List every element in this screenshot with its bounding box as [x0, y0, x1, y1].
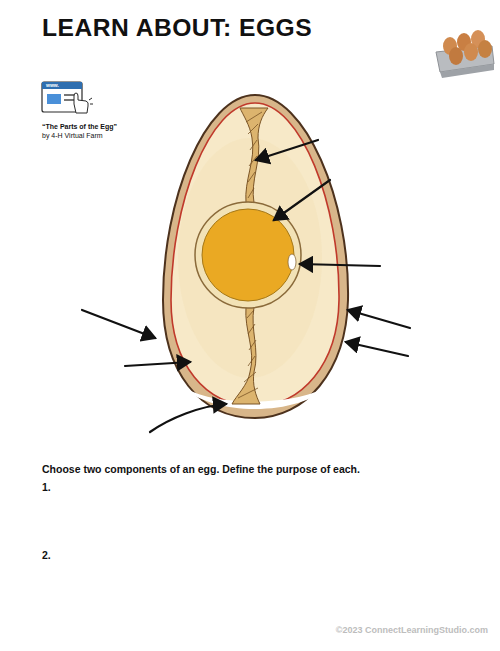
question-text: Choose two components of an egg. Define …	[42, 463, 360, 475]
pointer-arrows	[82, 140, 410, 432]
icon-text: www.	[46, 82, 59, 88]
answer-number: 1.	[42, 481, 51, 493]
copyright-footer: ©2023 ConnectLearningStudio.com	[336, 625, 488, 635]
page-title: LEARN ABOUT: EGGS	[42, 14, 312, 42]
source-title: “The Parts of the Egg”	[42, 123, 117, 130]
source-author: by 4-H Virtual Farm	[42, 132, 103, 139]
egg-drawing	[163, 95, 348, 418]
web-link-icon	[42, 82, 93, 113]
egg-carton-icon	[436, 30, 494, 78]
answer-number: 2.	[42, 549, 51, 561]
